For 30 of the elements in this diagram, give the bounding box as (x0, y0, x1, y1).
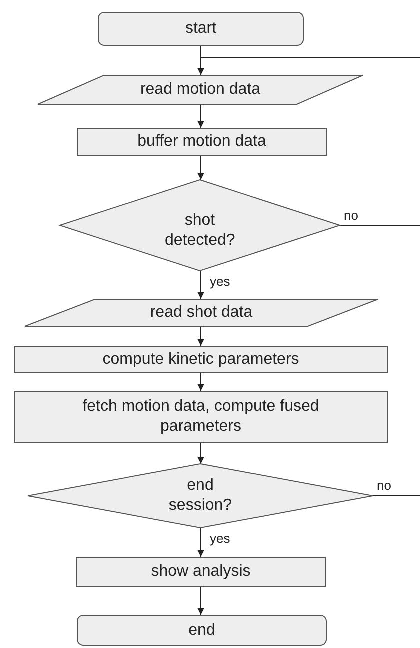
arrow (198, 326, 204, 346)
connector-line (340, 225, 420, 226)
arrow (198, 270, 204, 300)
arrow (198, 528, 204, 558)
input-parallelogram (25, 299, 378, 327)
arrow (198, 58, 420, 76)
decision-diamond (60, 180, 340, 271)
process-box (76, 557, 326, 587)
step-text: compute kinetic parameters (102, 350, 300, 370)
terminal-box (77, 615, 327, 646)
arrow (198, 372, 204, 392)
process-box (77, 128, 327, 156)
step-text: buffer motion data (138, 132, 266, 152)
step-text: read motion data (140, 80, 261, 100)
step-text: end (188, 620, 216, 640)
input-parallelogram (38, 75, 363, 105)
process-box (14, 346, 388, 373)
decision-text: end session? (168, 476, 234, 516)
decision-diamond (28, 464, 373, 528)
decision-text: shot detected? (165, 210, 235, 250)
terminal-box (98, 12, 304, 46)
process-box (14, 391, 388, 443)
arrow (198, 442, 204, 464)
step-text: start (185, 19, 217, 39)
step-text: show analysis (151, 562, 251, 582)
arrow (198, 586, 204, 616)
step-text: fetch motion data, compute fused parameters (82, 397, 320, 437)
step-text: read shot data (150, 303, 253, 323)
arrow (198, 156, 204, 180)
arrow (198, 104, 204, 128)
